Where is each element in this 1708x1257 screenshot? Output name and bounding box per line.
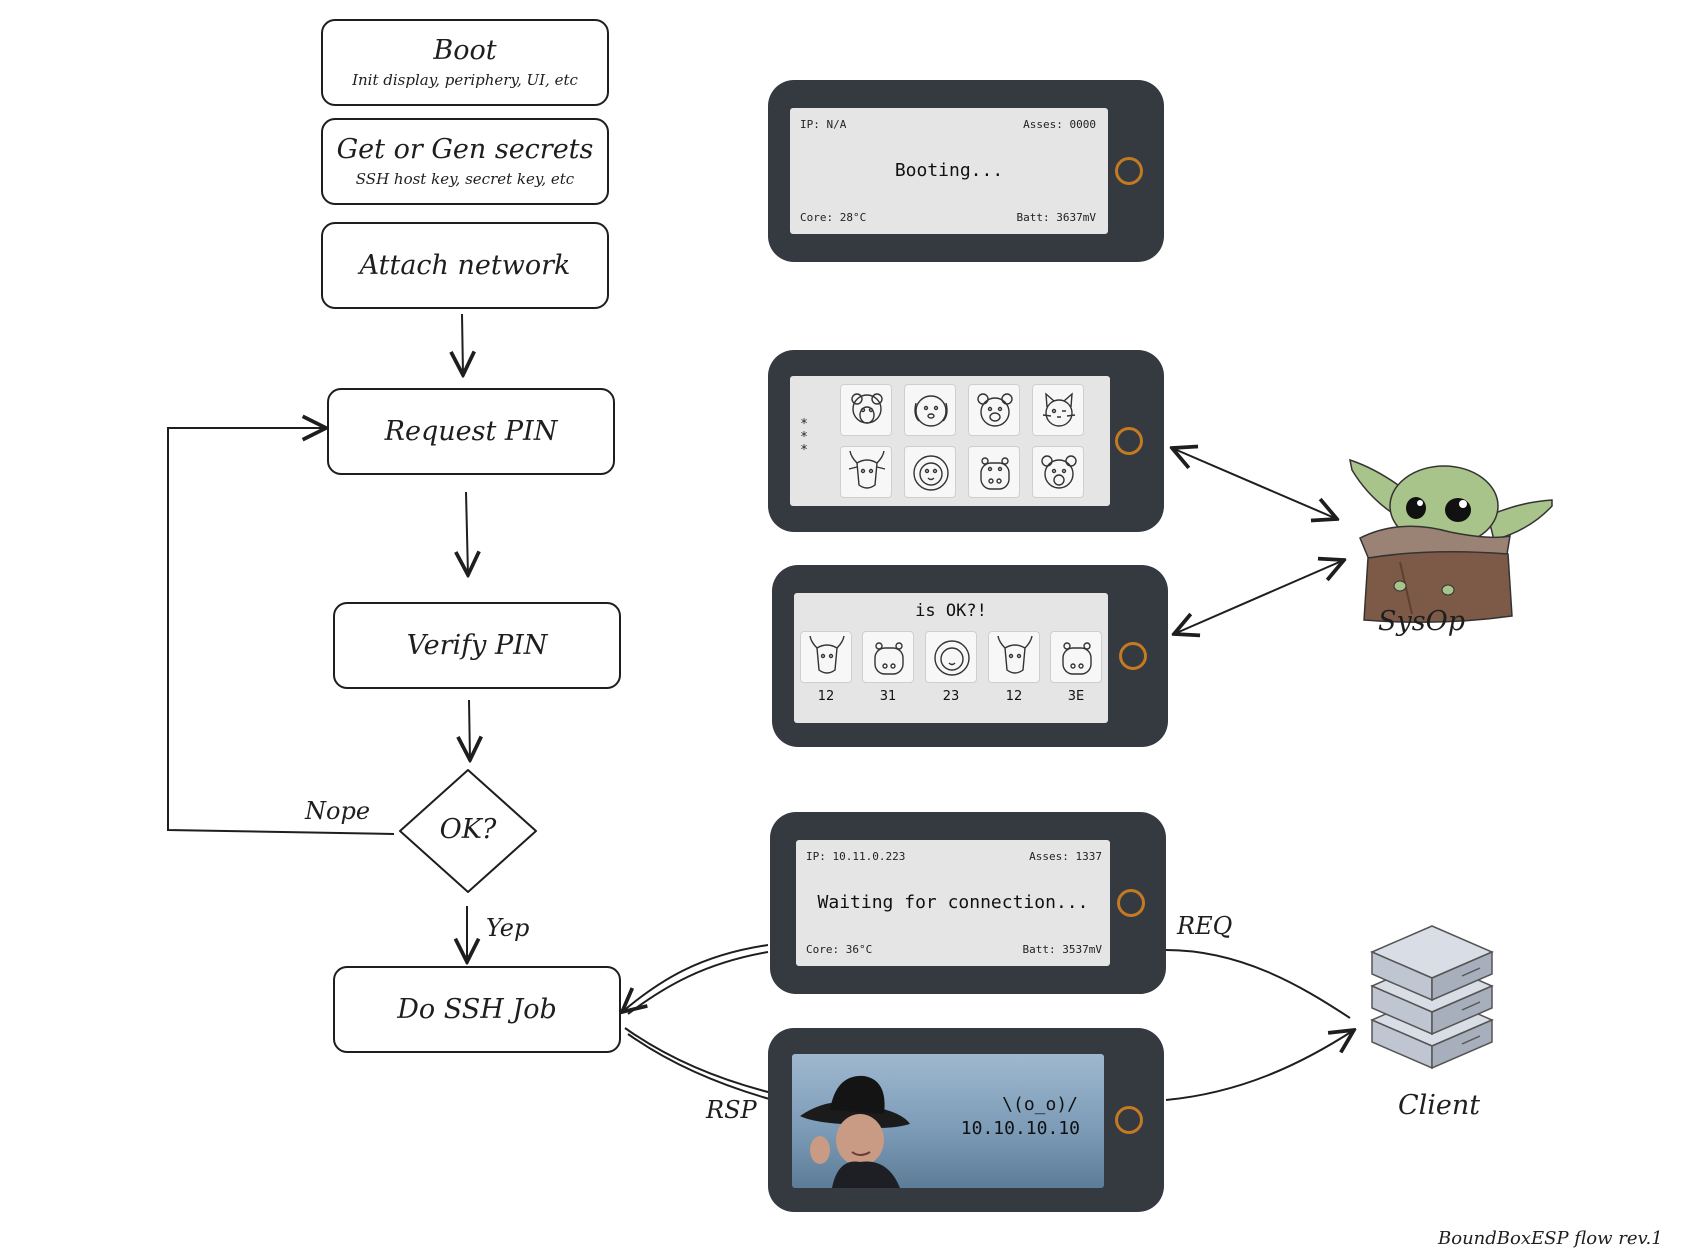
arrow-req-to-client — [1165, 949, 1351, 1019]
device-wait-screen: IP: 10.11.0.223 Asses: 1337 Waiting for … — [770, 812, 1166, 994]
device-pin-screen: * * * — [768, 350, 1164, 532]
hippo-icon — [862, 631, 914, 683]
hippo-icon[interactable] — [968, 446, 1020, 498]
core-readout: Core: 28°C — [800, 211, 867, 224]
arrow-req-to-ssh — [622, 944, 769, 1012]
lion-icon[interactable] — [904, 446, 956, 498]
bear-icon[interactable] — [1032, 446, 1084, 498]
decision-node: OK? — [396, 766, 540, 896]
sheep-icon[interactable] — [840, 384, 892, 436]
boot-subtitle: Init display, periphery, UI, etc — [352, 71, 578, 90]
nope-label: Nope — [305, 797, 371, 825]
code-label: 3E — [1067, 689, 1085, 704]
ok-display: is OK?! 12 31 23 12 3E — [794, 593, 1108, 723]
status-message: Booting... — [894, 160, 1004, 181]
ip-readout: IP: N/A — [800, 118, 847, 131]
device-button[interactable] — [1115, 157, 1143, 185]
emote-text: \(o_o)/ — [1002, 1094, 1078, 1115]
boot-title: Boot — [433, 34, 497, 66]
photo-display: \(o_o)/ 10.10.10.10 — [792, 1054, 1104, 1188]
cat-icon[interactable] — [1032, 384, 1084, 436]
device-button[interactable] — [1115, 1106, 1143, 1134]
ip-readout: IP: 10.11.0.223 — [806, 850, 906, 863]
pin-mask: * * * — [800, 417, 808, 458]
code-label: 12 — [1005, 689, 1023, 704]
code-label: 12 — [817, 689, 835, 704]
cow-icon[interactable] — [840, 446, 892, 498]
device-button[interactable] — [1115, 427, 1143, 455]
decision-title: OK? — [439, 814, 497, 845]
arrow-rsp-to-client — [1165, 1030, 1354, 1101]
device-photo-screen: \(o_o)/ 10.10.10.10 — [768, 1028, 1164, 1212]
bear-icon[interactable] — [968, 384, 1020, 436]
arrow-network-to-request — [462, 313, 463, 375]
device-ok-screen: is OK?! 12 31 23 12 3E — [772, 565, 1168, 747]
request-pin-step: Request PIN — [327, 388, 615, 475]
sysop-actor: SysOp — [1340, 440, 1562, 640]
verify-pin-step: Verify PIN — [333, 602, 621, 689]
boot-step: Boot Init display, periphery, UI, etc — [321, 19, 609, 106]
yep-label: Yep — [486, 914, 530, 942]
status-message: Waiting for connection... — [817, 892, 1089, 913]
arrow-sysop-ok — [1174, 560, 1344, 634]
asses-readout: Asses: 1337 — [1029, 850, 1102, 863]
batt-readout: Batt: 3637mV — [1016, 211, 1096, 224]
req-label: REQ — [1177, 912, 1233, 940]
secrets-subtitle: SSH host key, secret key, etc — [355, 170, 575, 189]
cow-icon — [800, 631, 852, 683]
code-label: 31 — [879, 689, 897, 704]
lion-icon — [925, 631, 977, 683]
cowboy-photo — [800, 1075, 910, 1188]
secrets-title: Get or Gen secrets — [336, 133, 594, 165]
arrow-req-to-ssh-2 — [627, 951, 769, 1015]
ssh-job-title: Do SSH Job — [397, 993, 557, 1025]
network-title: Attach network — [359, 249, 571, 281]
rsp-label: RSP — [706, 1096, 757, 1124]
secrets-step: Get or Gen secrets SSH host key, secret … — [321, 118, 609, 205]
arrow-sysop-pin — [1172, 448, 1337, 519]
device-button[interactable] — [1117, 889, 1145, 917]
ok-title: is OK?! — [915, 601, 987, 621]
diagram-caption: BoundBoxESP flow rev.1 — [1438, 1228, 1663, 1249]
asses-readout: Asses: 0000 — [1023, 118, 1096, 131]
arrow-request-to-verify — [466, 491, 468, 575]
network-step: Attach network — [321, 222, 609, 309]
server-stack-icon — [1370, 925, 1494, 1070]
batt-readout: Batt: 3537mV — [1022, 943, 1102, 956]
verify-pin-title: Verify PIN — [406, 629, 548, 661]
wait-display: IP: 10.11.0.223 Asses: 1337 Waiting for … — [796, 840, 1110, 966]
client-actor: Client — [1362, 912, 1512, 1132]
device-button[interactable] — [1119, 642, 1147, 670]
ssh-job-step: Do SSH Job — [333, 966, 621, 1053]
hippo-icon — [1050, 631, 1102, 683]
client-label: Client — [1398, 1090, 1481, 1121]
code-label: 23 — [942, 689, 960, 704]
arrow-ssh-to-rsp-2 — [627, 1033, 774, 1101]
boot-display: IP: N/A Asses: 0000 Booting... Core: 28°… — [790, 108, 1108, 234]
core-readout: Core: 36°C — [806, 943, 873, 956]
baby-yoda-icon — [1349, 458, 1553, 623]
arrow-ssh-to-rsp — [624, 1027, 773, 1094]
ip-address: 10.10.10.10 — [960, 1118, 1080, 1139]
request-pin-title: Request PIN — [384, 415, 558, 447]
sysop-label: SysOp — [1378, 606, 1466, 637]
arrow-verify-to-decision — [469, 699, 470, 760]
decision-diamond — [399, 769, 537, 893]
cow-icon — [988, 631, 1040, 683]
pin-display: * * * — [790, 376, 1110, 506]
dog-icon[interactable] — [904, 384, 956, 436]
device-boot-screen: IP: N/A Asses: 0000 Booting... Core: 28°… — [768, 80, 1164, 262]
arrow-nope-loop — [167, 428, 395, 835]
